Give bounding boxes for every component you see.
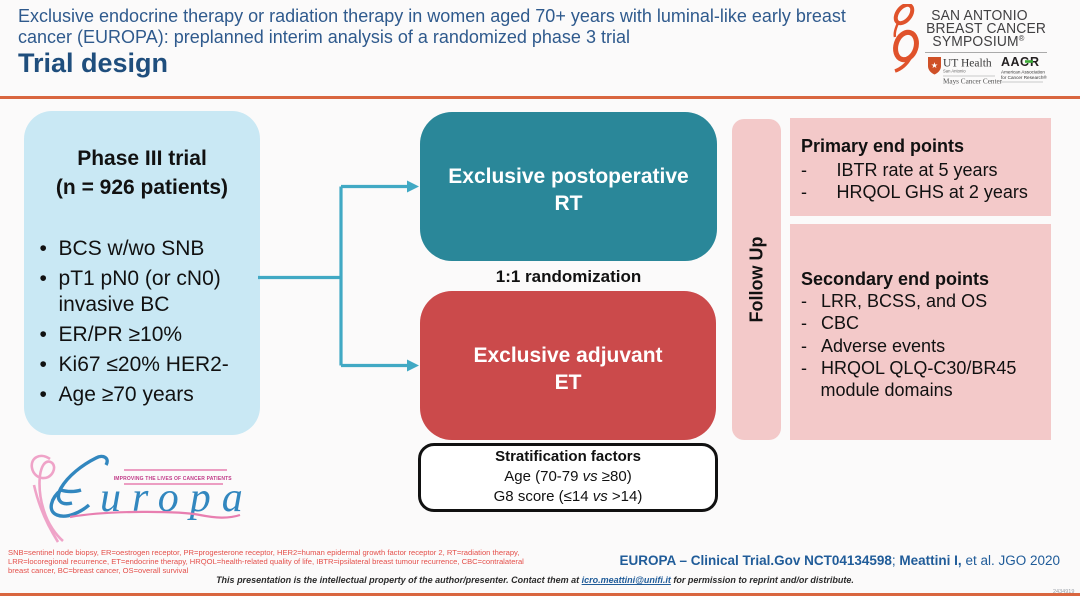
svg-text:Mays Cancer Center: Mays Cancer Center xyxy=(943,78,1003,86)
svg-text:SYMPOSIUM®: SYMPOSIUM® xyxy=(932,34,1024,50)
svg-text:IMPROVING THE LIVES OF CANCER: IMPROVING THE LIVES OF CANCER PATIENTS xyxy=(114,476,233,482)
svg-text:for Cancer Research®: for Cancer Research® xyxy=(1001,74,1047,80)
svg-text:R: R xyxy=(1030,55,1039,69)
svg-text:BREAST CANCER: BREAST CANCER xyxy=(926,21,1046,37)
svg-text:SAN ANTONIO: SAN ANTONIO xyxy=(931,8,1028,24)
svg-text:UT Health: UT Health xyxy=(943,58,992,70)
svg-text:AAC: AAC xyxy=(1001,55,1030,69)
svg-text:★: ★ xyxy=(931,61,938,70)
svg-text:American Association: American Association xyxy=(1001,70,1045,75)
svg-text:San Antonio: San Antonio xyxy=(943,69,966,74)
